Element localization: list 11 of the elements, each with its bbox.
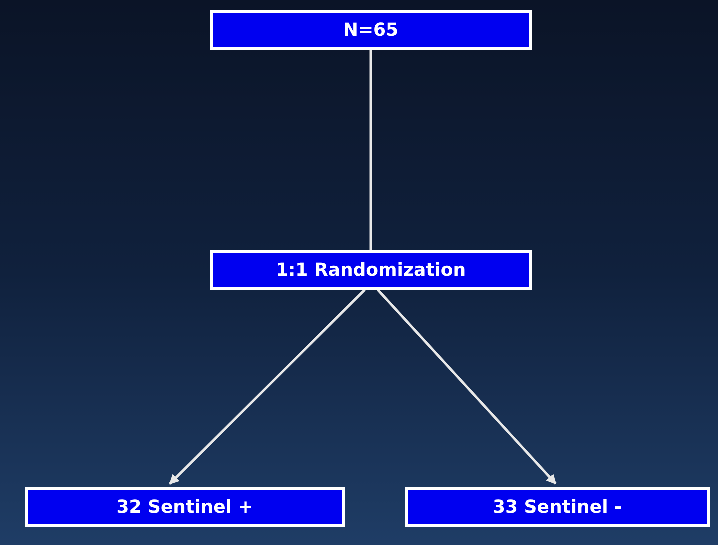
box-label: 32 Sentinel + [116,496,254,518]
box-label: N=65 [343,20,399,40]
process-box [210,10,532,50]
process-box [405,487,710,527]
connector-line [370,50,372,250]
arrow [377,289,557,485]
arrow [169,289,366,485]
box-label: 1:1 Randomization [276,260,466,280]
process-box [210,250,532,290]
process-box [25,487,345,527]
box-label: 33 Sentinel - [492,496,622,518]
